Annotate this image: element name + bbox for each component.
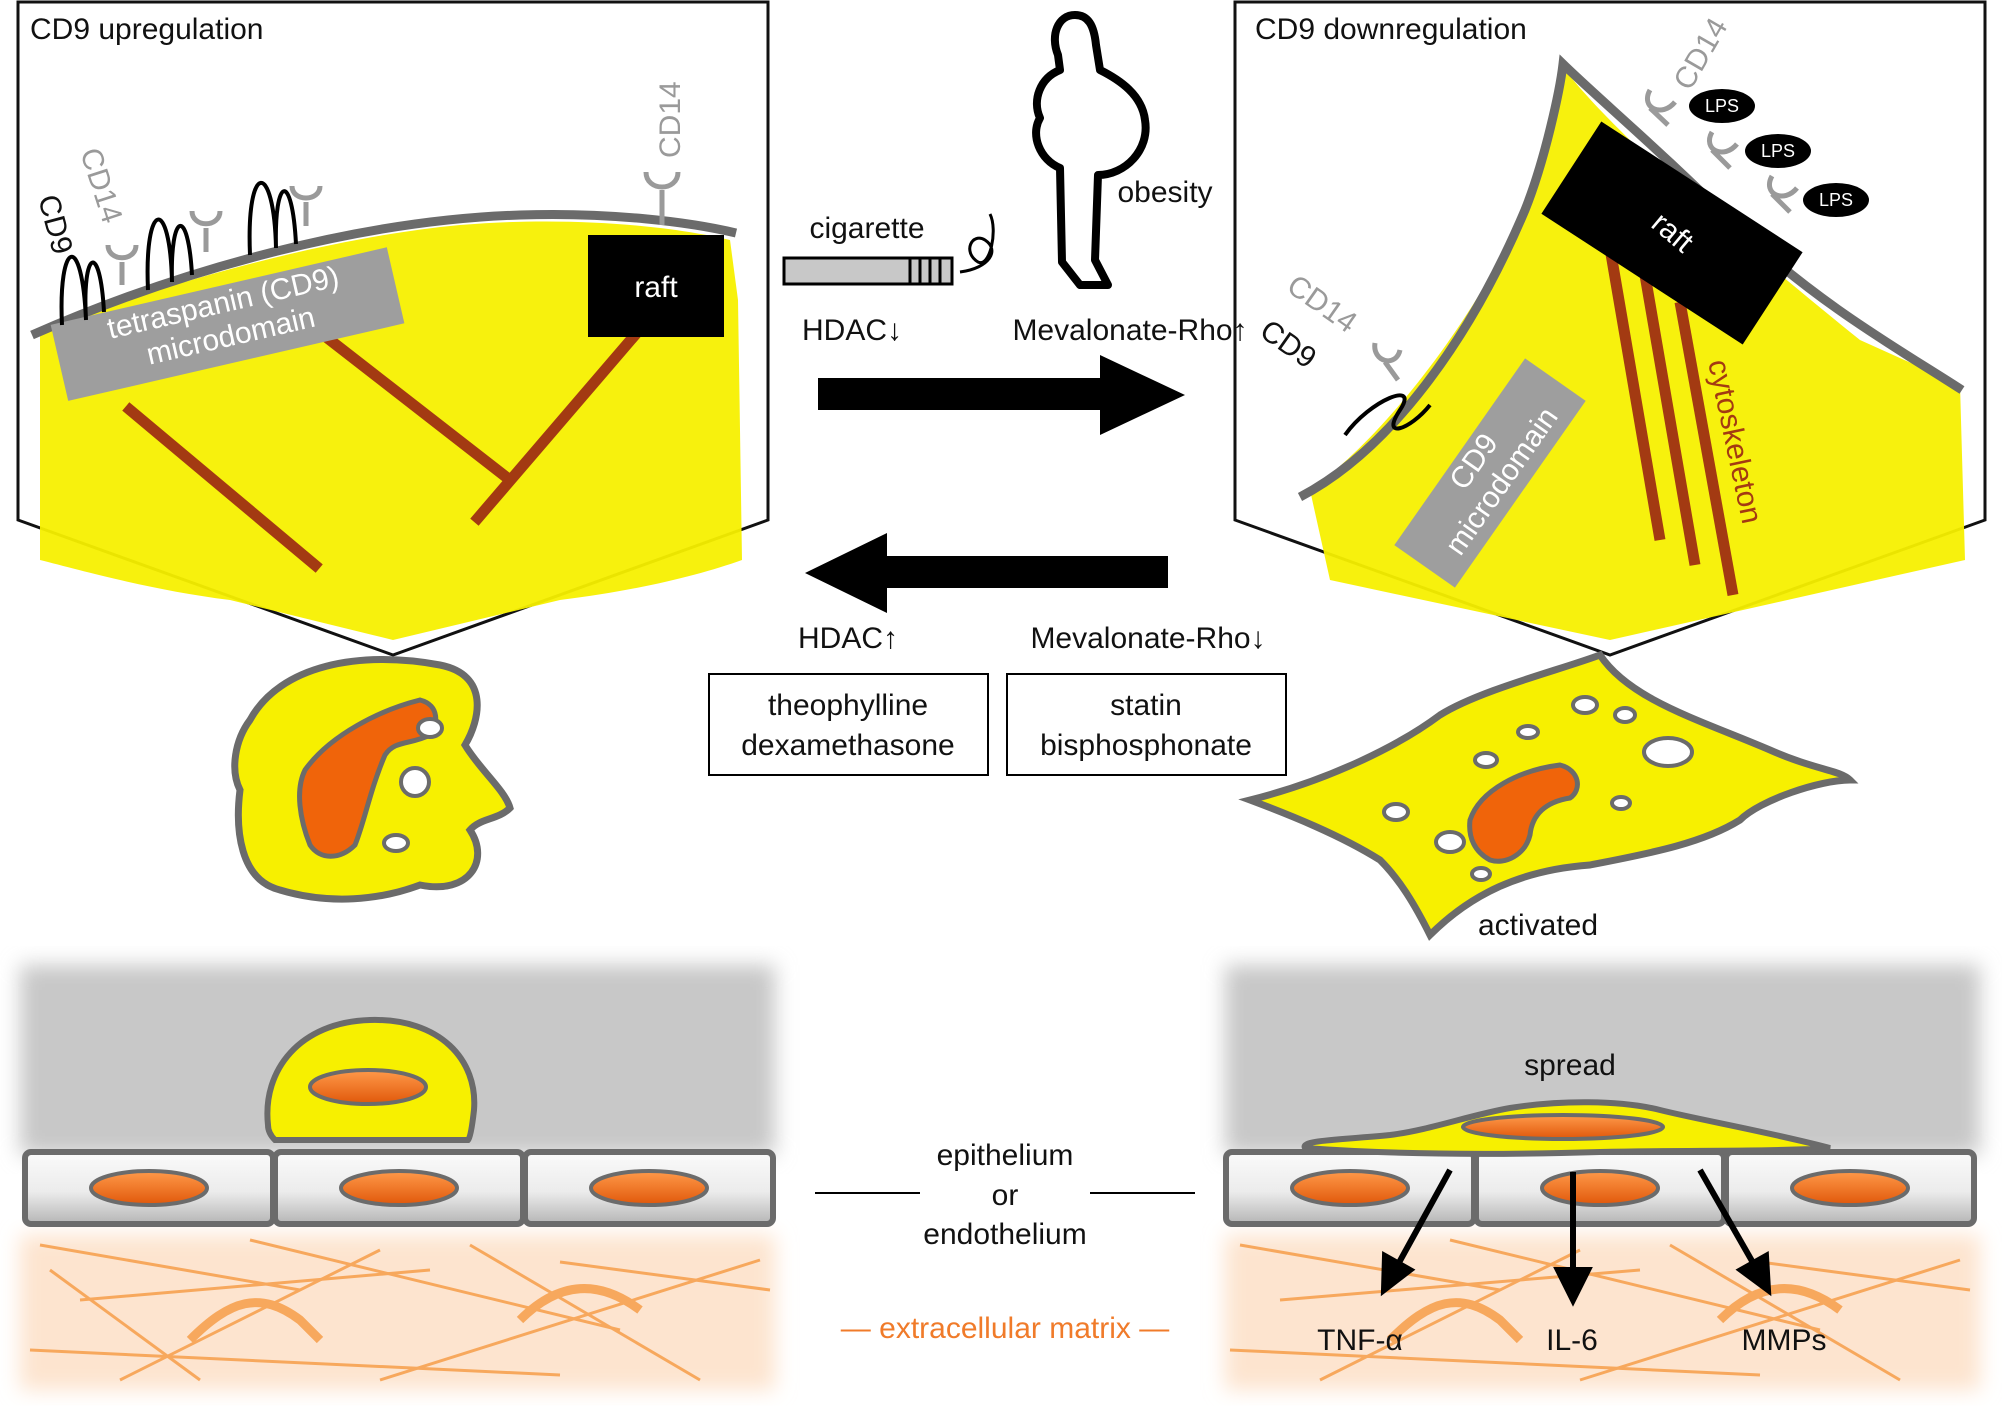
lps-label-3: LPS [1819,190,1853,210]
downregulation-panel: raft CD9 microdomain cytoskeleton CD9 do… [1233,0,1987,657]
drug-box-1 [708,673,989,776]
mmps-label: MMPs [1742,1324,1827,1357]
drug-box-2-line-1: statin [1110,689,1182,722]
hdac-up-label: HDAC↑ [798,622,898,655]
cigarette-label: cigarette [809,212,924,245]
panel-title-down: CD9 downregulation [1255,13,1527,46]
epithelium-label-1: epithelium [937,1139,1074,1172]
nucleus [1467,762,1580,864]
cd9-loops [59,181,298,326]
matrix-region [20,1235,775,1390]
tissue-scene-right [1223,965,1980,1390]
drug-box-1-line-1: theophylline [768,689,928,722]
epithelium-label-2: or [992,1179,1019,1212]
cd14-receptors-up [105,171,681,285]
activated-cell [1238,650,1859,941]
resting-cell [231,656,514,903]
spread-cell-nucleus [1461,1113,1665,1141]
cigarette-icon [782,213,995,286]
drug-box-1-line-2: dexamethasone [741,729,955,762]
tetraspanin-microdomain [50,247,405,401]
vacuoles [1382,695,1694,882]
panel-title-up: CD9 upregulation [30,13,263,46]
cell-membrane [1297,54,1965,501]
cd14-label-raft: CD14 [654,81,687,158]
matrix-fibers [29,1238,771,1382]
drug-box-2 [1006,673,1287,776]
cytoskeleton-fibers [122,327,643,573]
cd9-loop-down [1343,393,1432,437]
epithelial-layer [22,1149,776,1227]
cytoskeleton-fibers [1604,247,1739,596]
secretion-arrows [1380,1168,1772,1307]
lps-badges: LPS LPS LPS [1689,89,1869,217]
tnf-label: TNF-α [1317,1324,1403,1357]
lipid-raft [588,235,724,337]
right-arrow [818,355,1185,435]
obesity-label: obesity [1117,176,1212,209]
ecm-label: — extracellular matrix — [841,1312,1169,1345]
lipid-raft [1541,121,1803,345]
upregulation-panel: tetraspanin (CD9) microdomain raft CD9 u… [16,0,770,657]
tissue-scene-left [20,965,776,1390]
lps-label-1: LPS [1705,96,1739,116]
raft-label: raft [634,271,678,304]
drug-box-2-line-2: bisphosphonate [1040,729,1252,762]
epithelium-label-3: endothelium [923,1218,1086,1251]
il6-label: IL-6 [1546,1324,1598,1357]
cell-membrane [30,209,738,340]
hdac-down-label: HDAC↓ [802,314,902,347]
rounded-cell-nucleus [308,1068,428,1106]
nucleus [297,697,439,859]
obesity-icon [1032,11,1150,289]
left-arrow [805,533,1168,613]
epithelial-layer [1223,1149,1977,1227]
mevalonate-up-label: Mevalonate-Rho↑ [1012,314,1247,347]
activated-label: activated [1478,909,1598,942]
cd9-microdomain [1394,358,1586,588]
mevalonate-down-label: Mevalonate-Rho↓ [1030,622,1265,655]
trigger-panel: cigarette obesity HDAC↓ Mevalonate-Rho↑ … [708,11,1287,776]
lps-label-2: LPS [1761,141,1795,161]
cd14-receptors-down [1372,88,1799,382]
spread-label: spread [1524,1049,1616,1082]
